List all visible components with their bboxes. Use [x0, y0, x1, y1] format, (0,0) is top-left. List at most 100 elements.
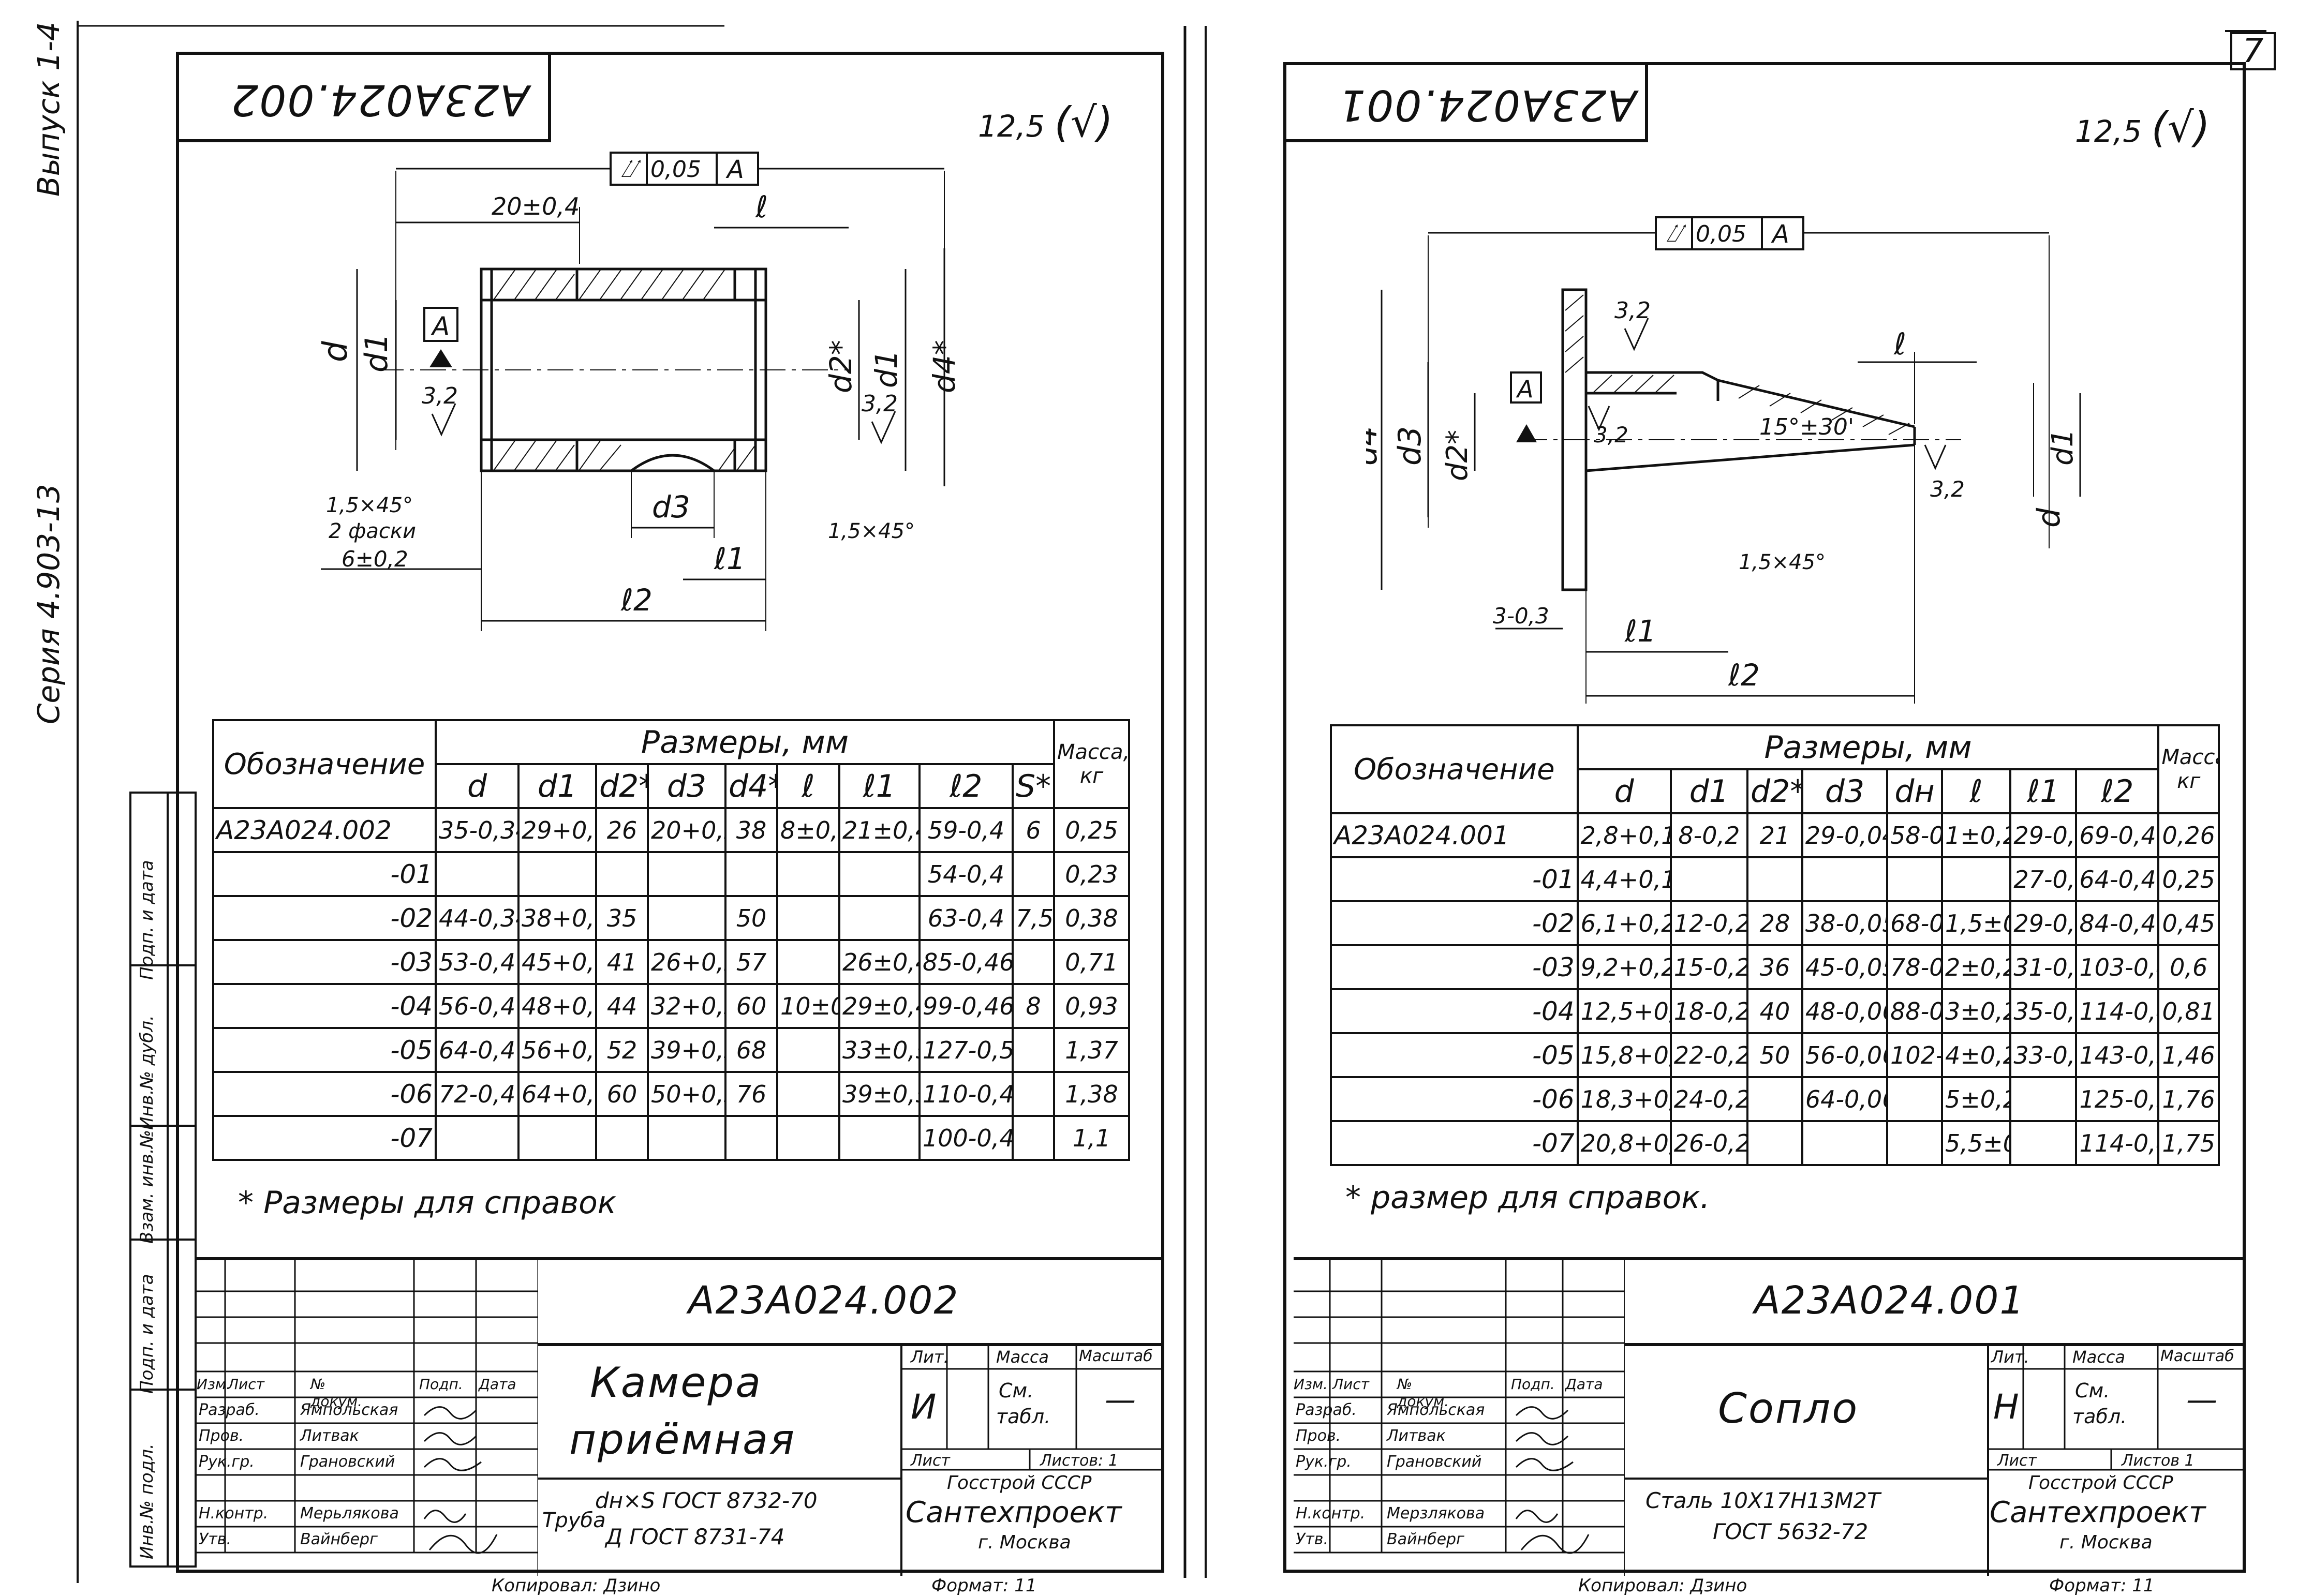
right-sheet-label: Лист: [1997, 1452, 2037, 1470]
right-scale-value: —: [2186, 1382, 2217, 1418]
staff-role: Н.контр.: [199, 1504, 269, 1523]
right-hdr-mass: Масса: [2072, 1347, 2126, 1367]
left-part-drawing: ⌰ 0,05 A 20±0,4 ℓ: [317, 152, 962, 631]
cell-m: 1,37: [1053, 1027, 1131, 1073]
cell-l2: 143-0,53: [2075, 1032, 2160, 1078]
right-roughness: 12,5 (√): [2075, 103, 2210, 152]
cell-l1: [2009, 1076, 2078, 1122]
cell-l: [776, 1027, 840, 1073]
issue-label: Выпуск 1-4: [31, 22, 66, 197]
right-tol-sym: ⌰: [1666, 219, 1686, 248]
cell-d4: 58-0,4: [1886, 812, 1943, 858]
cell-d4: [724, 1115, 778, 1161]
right-hdr-scale: Масштаб: [2160, 1347, 2234, 1365]
left-dim-6: 6±0,2: [342, 546, 408, 572]
cell-d2: 41: [595, 939, 649, 985]
cell-d1: 64+0,06: [517, 1071, 597, 1117]
left-scale-value: —: [1105, 1382, 1136, 1418]
row-designation: -04: [212, 983, 437, 1029]
left-hdr-scale: Масштаб: [1079, 1347, 1153, 1365]
staff-hdr-date: Дата: [479, 1376, 516, 1393]
left-dim-l: ℓ: [755, 189, 768, 225]
left-datum: A: [431, 311, 450, 341]
staff-name: Литвак: [300, 1427, 359, 1445]
right-meta-cell: Лит. Масса Масштаб Н См. табл. — Лист Ли…: [1987, 1343, 2246, 1576]
right-roughness-value: 12,5: [2075, 114, 2142, 149]
right-sheet-frame: [1283, 62, 2246, 1573]
left-dim-l1: ℓ1: [714, 541, 746, 576]
right-col-header: ℓ2: [2075, 768, 2160, 814]
cell-l: 10±0,3: [776, 983, 840, 1029]
cell-l1: 33±0,5: [838, 1027, 921, 1073]
cell-d2: [595, 1115, 649, 1161]
left-roughness: 12,5 (√): [978, 98, 1113, 146]
cell-d4: 68: [724, 1027, 778, 1073]
right-footnote: * размер для справок.: [1345, 1180, 1710, 1216]
cell-d: 15,8+0,24: [1576, 1032, 1672, 1078]
cell-s: [1011, 1115, 1056, 1161]
cell-d2: [1746, 1076, 1803, 1122]
cell-m: 1,46: [2157, 1032, 2220, 1078]
right-hatching: [1565, 294, 1910, 435]
left-staff-area: Изм. Лист № докум. Подп. Дата Разраб. Ям…: [197, 1260, 539, 1576]
left-col-mass: Масса, кг: [1053, 719, 1131, 809]
cell-l2: 110-0,46: [918, 1071, 1014, 1117]
left-col-header: ℓ2: [918, 763, 1014, 809]
cell-l: 3±0,2: [1940, 988, 2012, 1034]
page-number: 7: [2230, 32, 2276, 70]
cell-m: 0,93: [1053, 983, 1131, 1029]
left-tol-val: 0,05: [650, 156, 701, 183]
cell-l2: 114-0,46: [2075, 988, 2160, 1034]
staff-role: Пров.: [1296, 1427, 1341, 1445]
right-sheets-label: Листов 1: [2122, 1452, 2195, 1470]
cell-s: [1011, 939, 1056, 985]
right-col-header: ℓ1: [2009, 768, 2078, 814]
right-col-header: ℓ: [1940, 768, 2012, 814]
cell-l: [776, 851, 840, 897]
right-copied: Копировал: Дзино: [1578, 1575, 1747, 1596]
right-lit-value: Н: [1993, 1387, 2019, 1427]
right-meta-grid: [1987, 1343, 2246, 1471]
cell-l1: 33-0,34: [2009, 1032, 2078, 1078]
cell-l2: 127-0,53: [918, 1027, 1014, 1073]
table-row: -026,1+0,212-0,242838-0,0568-0,41,5±0,22…: [1330, 900, 2220, 946]
cell-d2: 28: [1746, 900, 1803, 946]
table-row: -0456-0,448+0,054432+0,346010±0,329±0,49…: [212, 983, 1131, 1029]
staff-hdr-doc: № докум.: [310, 1376, 362, 1410]
side-stamp: Инв.№ подл. Подп. и дата Взам. инв.№ Инв…: [129, 792, 197, 1568]
cell-m: 1,75: [2157, 1120, 2220, 1166]
cell-d3: [1801, 856, 1889, 902]
cell-m: 0,26: [2157, 812, 2220, 858]
cell-d2: [1746, 856, 1803, 902]
cell-d1: 29+0,045: [517, 807, 597, 853]
cell-l2: 114-0,46: [2075, 1120, 2160, 1166]
row-designation: А23А024.001: [1330, 812, 1579, 858]
left-hatching: [494, 270, 756, 470]
staff-hdr-sign: Подп.: [1511, 1376, 1555, 1393]
staff-name: Грановский: [300, 1453, 395, 1471]
cell-d: 72-0,4: [435, 1071, 520, 1117]
left-col-header: d1: [517, 763, 597, 809]
side-stamp-line: [131, 964, 195, 966]
cell-l2: 59-0,4: [918, 807, 1014, 853]
left-name-cell: Камера приёмная: [538, 1343, 902, 1480]
staff-role: Н.контр.: [1296, 1504, 1366, 1523]
cell-l1: [838, 895, 921, 941]
right-col-header: d2*: [1746, 768, 1803, 814]
cell-m: 1,76: [2157, 1076, 2220, 1122]
cell-d2: 35: [595, 895, 649, 941]
cell-l: 1±0,2: [1940, 812, 2012, 858]
cell-d2: 36: [1746, 944, 1803, 990]
left-tolerance-frame: ⌰ 0,05 A: [396, 152, 944, 186]
cell-d4: 88-0,46: [1886, 988, 1943, 1034]
staff-role: Утв.: [199, 1530, 231, 1548]
right-dim-d: d: [2031, 508, 2067, 528]
side-stamp-col-divider: [131, 794, 169, 1565]
table-row: А23А024.00235-0,3429+0,0452620+0,28388±0…: [212, 807, 1131, 853]
left-title-code: А23А024.002: [688, 1278, 959, 1323]
cell-d: [435, 1115, 520, 1161]
cell-d3: [647, 895, 727, 941]
cell-s: 7,5: [1011, 895, 1056, 941]
